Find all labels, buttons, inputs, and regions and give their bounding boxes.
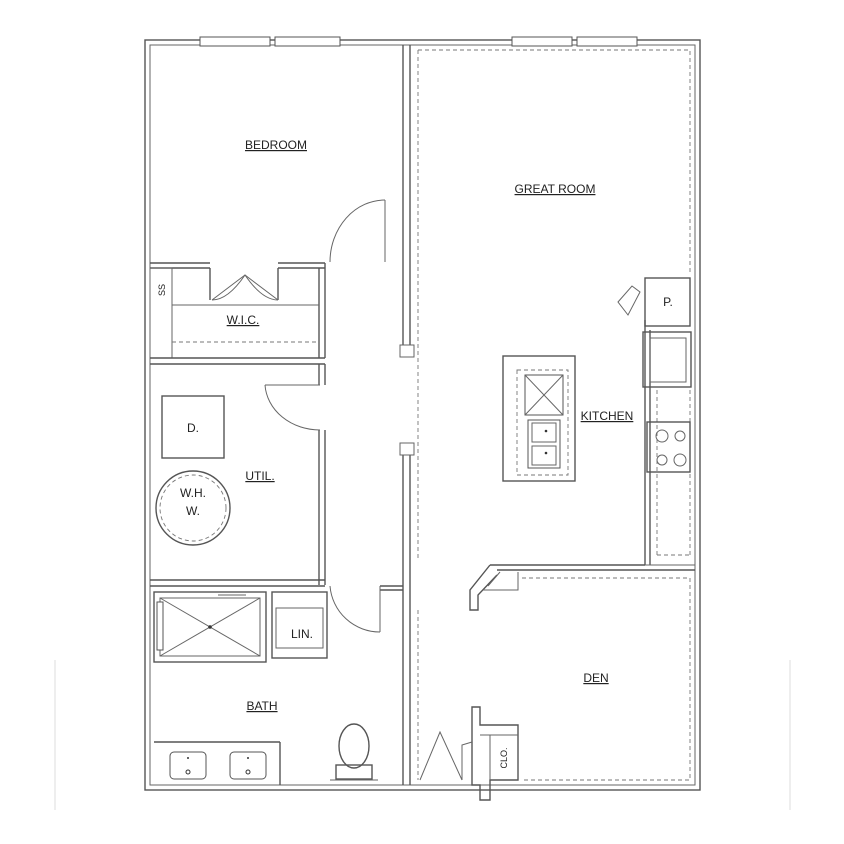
dashed-outlines (417, 49, 691, 781)
kitchen-island (502, 355, 576, 482)
shelf-label: SS (157, 284, 167, 296)
pantry-label: P. (663, 295, 673, 309)
water-heater-label-1: W.H. (180, 486, 206, 500)
kitchen-appliances (642, 277, 692, 473)
room-label-den: DEN (583, 671, 608, 685)
linen-label: LIN. (291, 627, 313, 641)
room-label-bath: BATH (246, 699, 277, 713)
room-label-bedroom: BEDROOM (245, 138, 307, 152)
exterior-walls (144, 36, 701, 791)
water-heater-label-2: W. (186, 504, 200, 518)
bath-fixtures (153, 591, 378, 785)
closet-label: CLO. (499, 747, 509, 768)
room-label-great-room: GREAT ROOM (515, 182, 596, 196)
room-label-util: UTIL. (245, 469, 274, 483)
doors (211, 199, 641, 781)
room-label-kitchen: KITCHEN (581, 409, 634, 423)
utility-fixtures (155, 395, 231, 546)
dryer-label: D. (187, 421, 199, 435)
interior-walls (149, 45, 695, 801)
room-label-wic: W.I.C. (227, 313, 260, 327)
